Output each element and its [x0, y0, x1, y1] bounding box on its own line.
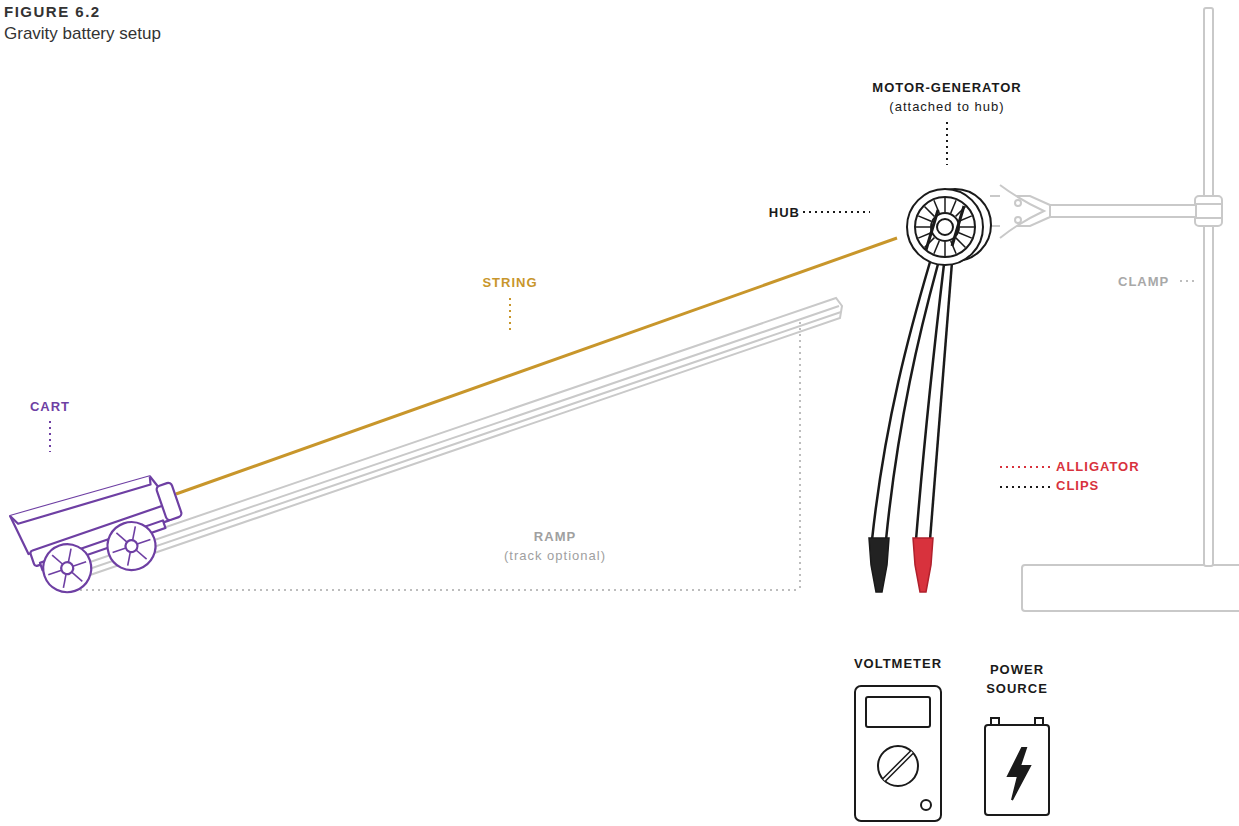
part-note: (attached to hub): [857, 97, 1037, 116]
part-label: POWER SOURCE: [967, 660, 1067, 698]
motor-generator-hub: [907, 189, 991, 265]
part-label: RAMP: [505, 527, 605, 546]
clamp-stand: [990, 8, 1239, 611]
part-label: STRING: [470, 273, 550, 292]
voltmeter: [855, 686, 941, 821]
leader-lines: [50, 122, 1198, 487]
part-label: HUB: [748, 203, 800, 222]
part-label: VOLTMETER: [838, 654, 958, 673]
cart: [10, 463, 194, 603]
string: [176, 238, 897, 494]
power-source: [985, 718, 1049, 815]
ramp: [52, 298, 842, 586]
part-label: CLAMP: [1118, 272, 1178, 291]
figure-caption: Gravity battery setup: [4, 24, 264, 43]
motor-leads: [872, 262, 952, 540]
alligator-clip-red: [913, 538, 933, 592]
ramp-dimension-lines: [62, 322, 800, 590]
part-label: ALLIGATOR CLIPS: [1056, 457, 1151, 495]
alligator-clip-black: [869, 538, 889, 592]
figure-number: FIGURE 6.2: [4, 2, 204, 21]
part-label: MOTOR-GENERATOR: [857, 78, 1037, 97]
part-note: (track optional): [470, 546, 640, 565]
part-label: CART: [15, 397, 85, 416]
